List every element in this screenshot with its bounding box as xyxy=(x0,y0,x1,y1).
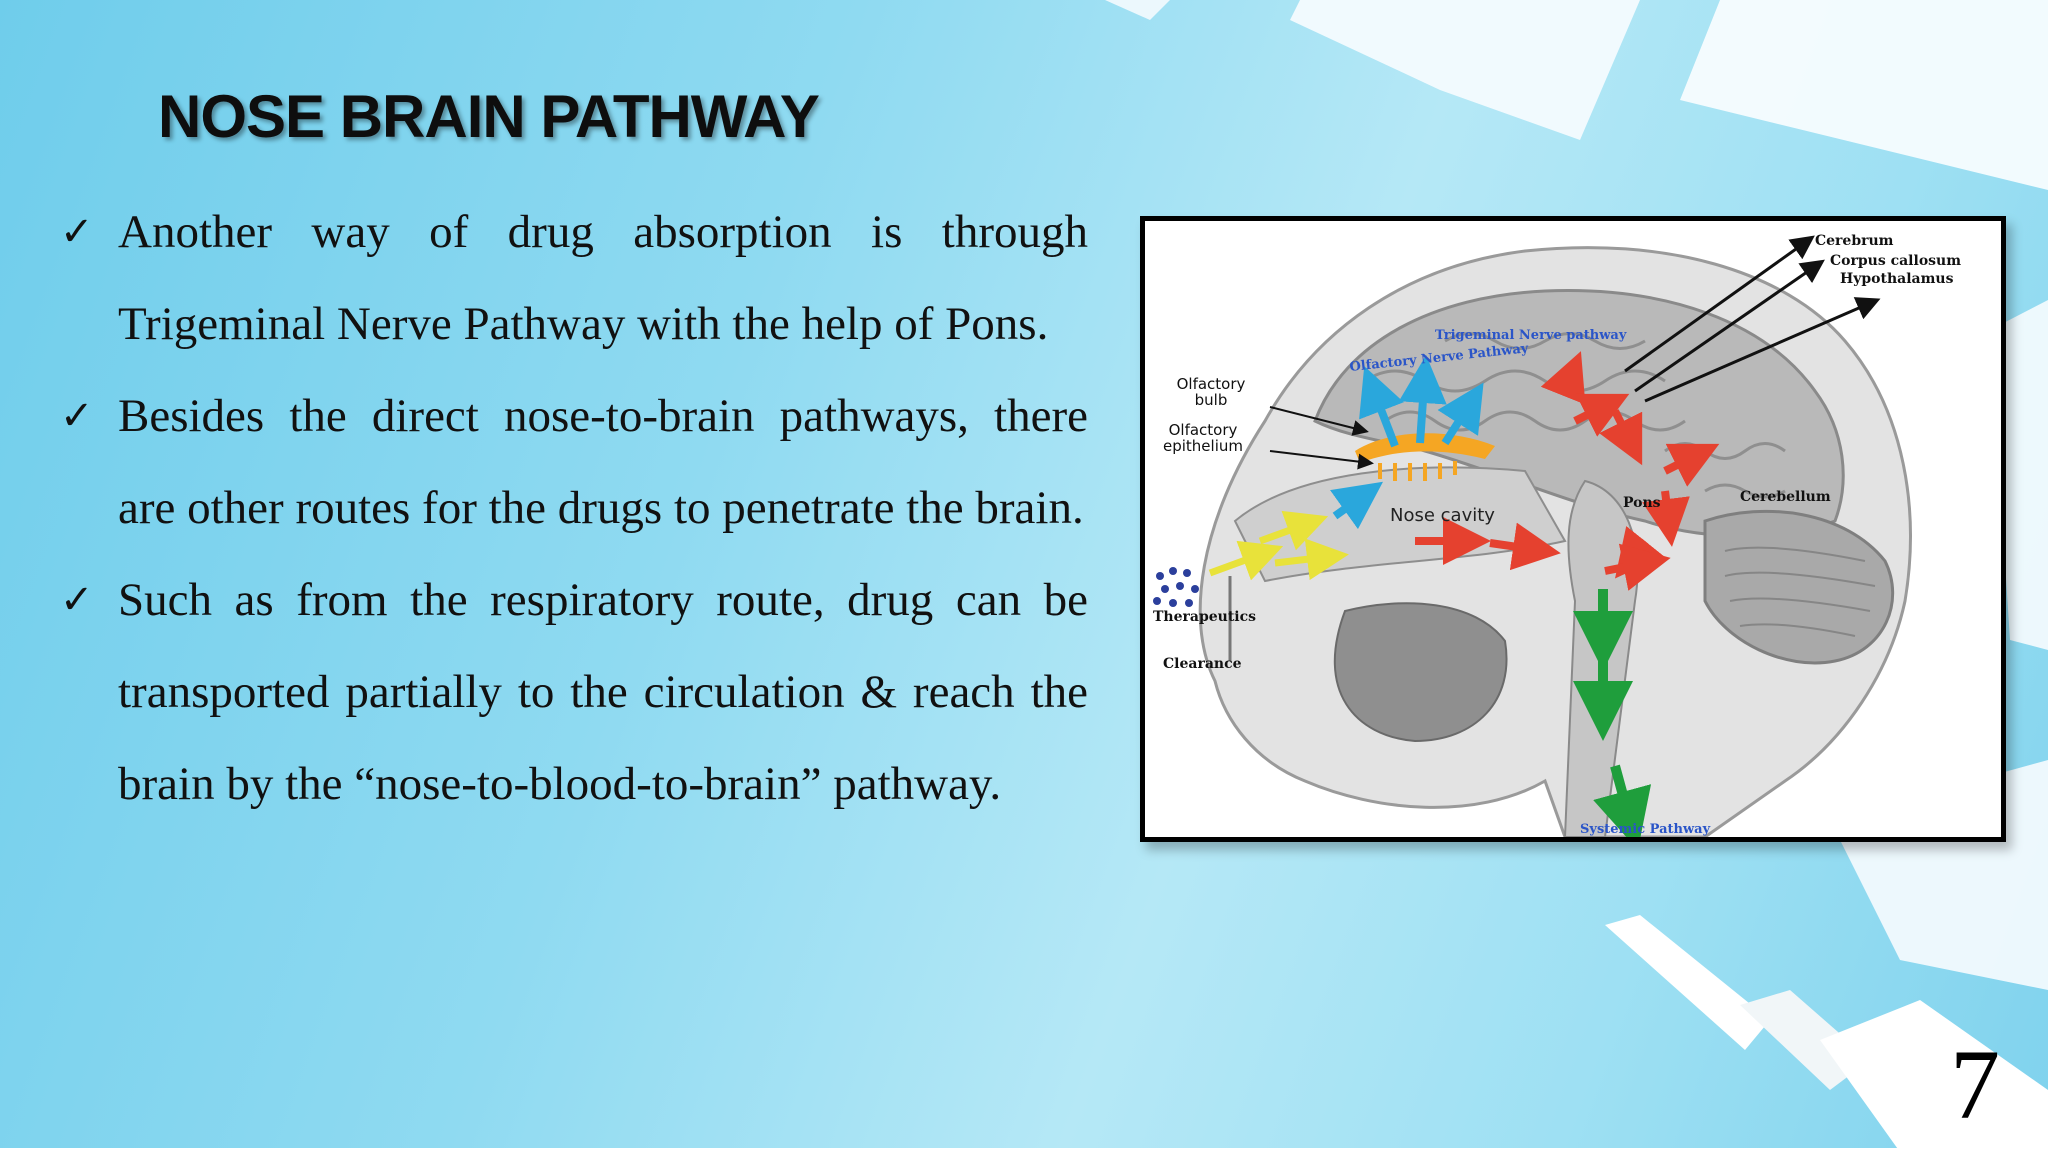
label-cerebellum: Cerebellum xyxy=(1740,489,1831,505)
label-therapeutics: Therapeutics xyxy=(1153,609,1256,625)
bullet-text: Such as from the respiratory route, drug… xyxy=(118,574,1088,810)
slide-title: NOSE BRAIN PATHWAY xyxy=(158,83,820,150)
nose-brain-diagram: Cerebrum Corpus callosum Hypothalamus Po… xyxy=(1140,216,2006,842)
label-olfactory-bulb-line1: Olfactory xyxy=(1177,375,1246,393)
page-number: 7 xyxy=(1950,1029,2000,1140)
check-mark-icon: ✓ xyxy=(60,393,94,439)
bullet-item: ✓ Another way of drug absorption is thro… xyxy=(60,186,1088,370)
label-corpus-callosum: Corpus callosum xyxy=(1830,253,1961,269)
label-hypothalamus: Hypothalamus xyxy=(1840,271,1954,287)
label-pons: Pons xyxy=(1623,495,1661,511)
therapeutics-dots xyxy=(1153,567,1199,607)
label-clearance: Clearance xyxy=(1163,656,1242,672)
label-olfactory-epithelium-line2: epithelium xyxy=(1163,437,1243,455)
check-mark-icon: ✓ xyxy=(60,209,94,255)
bullet-item: ✓ Such as from the respiratory route, dr… xyxy=(60,554,1088,830)
oral-cavity-shape xyxy=(1333,602,1508,743)
label-nose-cavity: Nose cavity xyxy=(1390,505,1495,526)
bullet-item: ✓ Besides the direct nose-to-brain pathw… xyxy=(60,370,1088,554)
bullet-text: Another way of drug absorption is throug… xyxy=(118,206,1088,350)
label-systemic-pathway: Systemic Pathway xyxy=(1580,822,1711,837)
label-trigeminal-pathway: Trigeminal Nerve pathway xyxy=(1435,328,1627,343)
nasal-spray-icon xyxy=(1605,915,2048,1152)
bullet-text: Besides the direct nose-to-brain pathway… xyxy=(118,390,1088,534)
label-olfactory-bulb-line2: bulb xyxy=(1195,391,1228,409)
label-olfactory-epithelium-line1: Olfactory xyxy=(1169,421,1238,439)
check-mark-icon: ✓ xyxy=(60,577,94,623)
label-cerebrum: Cerebrum xyxy=(1815,233,1894,249)
bullet-list: ✓ Another way of drug absorption is thro… xyxy=(60,186,1088,830)
